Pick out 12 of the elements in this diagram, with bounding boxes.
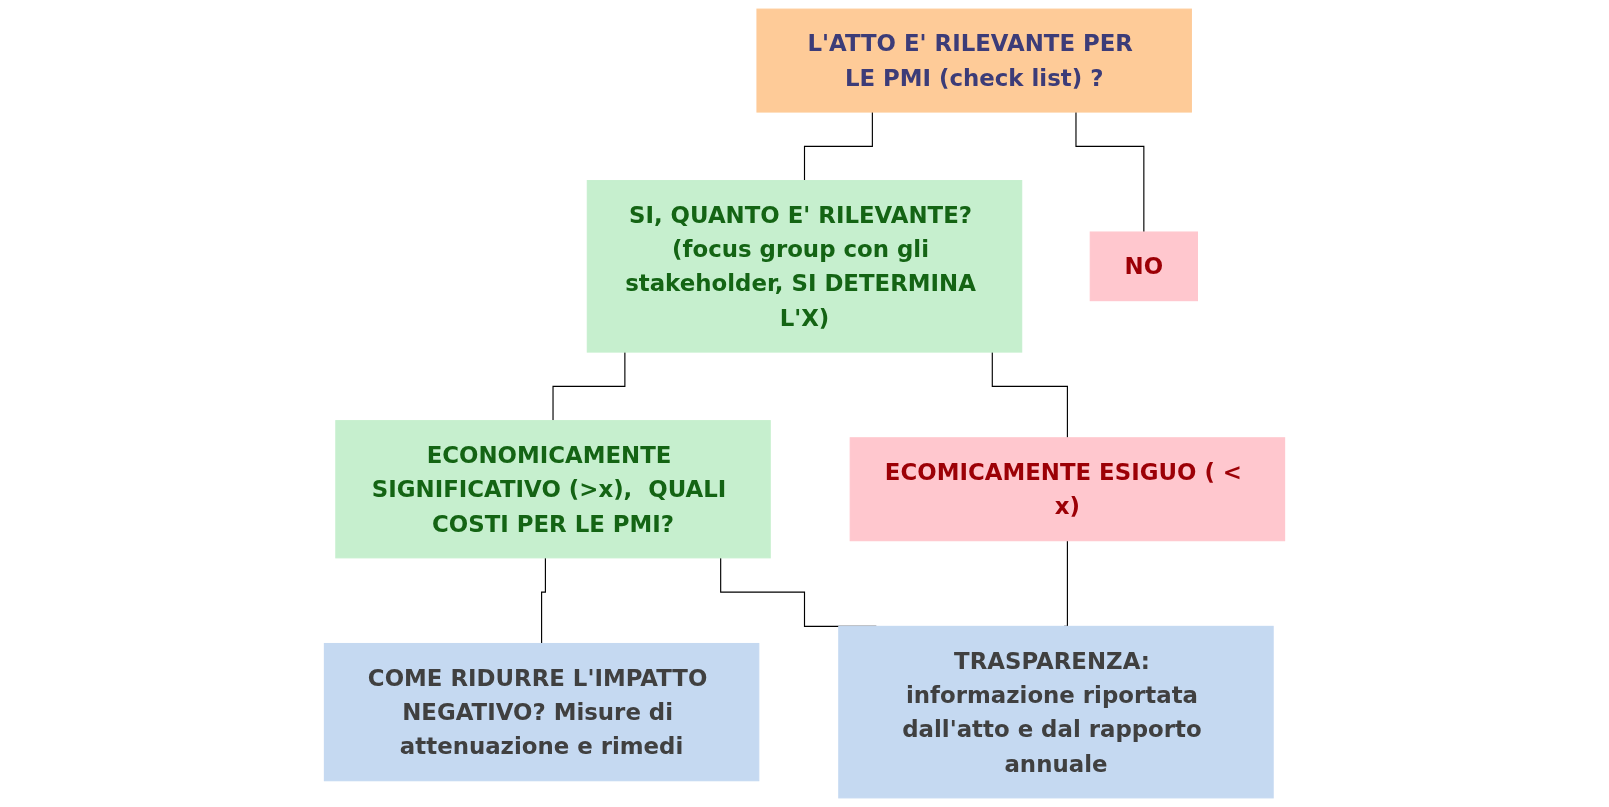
node-box: NO — [1089, 231, 1198, 302]
connector — [552, 351, 626, 422]
node-box: COME RIDURRE L'IMPATTO NEGATIVO? Misure di attenuazione e rimedi — [323, 642, 760, 782]
node-box: TRASPARENZA: informazione riportata dall'atto e dal rapporto annuale — [838, 625, 1274, 799]
connector — [991, 351, 1068, 439]
connector — [541, 557, 546, 645]
node-box: ECONOMICAMENTE SIGNIFICATIVO (>x), QUALI COSTI PER LE PMI? — [335, 420, 771, 559]
connector — [1075, 111, 1145, 233]
node-box: SI, QUANTO E' RILEVANTE? (focus group con gli stakeholder, SI DETERMINA L'X) — [586, 180, 1023, 353]
node-box: L'ATTO E' RILEVANTE PER LE PMI (check list) ? — [756, 8, 1192, 113]
connector — [803, 111, 873, 182]
node-box: ECOMICAMENTE ESIGUO ( < x) — [849, 437, 1286, 542]
